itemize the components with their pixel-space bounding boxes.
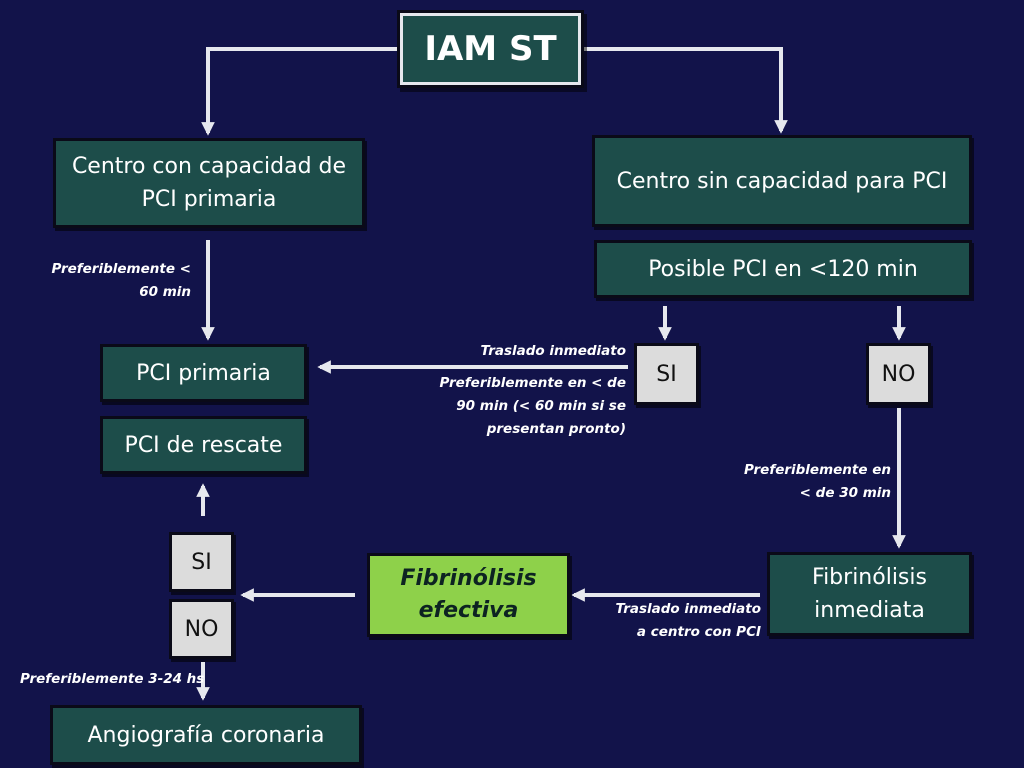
no-pci-center-box: Centro sin capacidad para PCI [592, 135, 972, 227]
note-traslado-line: Traslado inmediato [480, 343, 627, 359]
note-pref-3-24-line: Preferiblemente 3-24 hs [20, 671, 205, 687]
pci-capable-line-2: PCI primaria [141, 187, 277, 212]
si-left-text: SI [191, 549, 212, 575]
si-right-text: SI [656, 361, 677, 387]
note-preferiblemente-3-24: Preferiblemente 3-24 hs [20, 668, 220, 691]
title-box: IAM ST [400, 13, 581, 85]
note-pref-90-line-3: presentan pronto) [486, 421, 626, 438]
si-choice-right: SI [634, 343, 699, 405]
arrow-title-to-pci-capable [201, 47, 398, 136]
fibrinolisis-inmediata-line-2: inmediata [814, 598, 925, 623]
fibrinolisis-inmediata-line-1: Fibrinólisis [812, 565, 927, 590]
angiografia-text: Angiografía coronaria [87, 722, 325, 748]
pci-capable-line-1: Centro con capacidad de [71, 154, 347, 179]
note-preferiblemente-90: Preferiblemente en < de 90 min (< 60 min… [376, 372, 627, 442]
note-pref-90-line-2: 90 min (< 60 min si se [456, 398, 626, 415]
possible-pci-box: Posible PCI en <120 min [594, 240, 972, 298]
note-preferiblemente-60: Preferiblemente < 60 min [1, 258, 191, 304]
pci-rescate-text: PCI de rescate [124, 432, 283, 458]
no-choice-right: NO [866, 343, 931, 405]
fibrinolisis-efectiva-box: Fibrinólisis efectiva [367, 553, 570, 637]
note-pref-90-line-1: Preferiblemente en < de [439, 375, 627, 391]
angiografia-coronaria-box: Angiografía coronaria [50, 705, 362, 765]
fibrinolisis-efectiva-line-2: efectiva [418, 598, 519, 623]
no-choice-left: NO [169, 599, 234, 659]
si-choice-left: SI [169, 532, 234, 592]
note-pref-30-line-2: < de 30 min [799, 485, 891, 502]
note-traslado-centro-pci: Traslado inmediato a centro con PCI [561, 598, 762, 644]
note-pref-30-line-1: Preferiblemente en [744, 462, 891, 478]
arrow-title-to-no-pci-center [582, 47, 788, 134]
note-pref-60-line-1: Preferiblemente < [51, 261, 191, 277]
pci-primaria-box: PCI primaria [100, 344, 307, 402]
note-traslado-inmediato: Traslado inmediato [376, 340, 627, 363]
pci-capable-center-box: Centro con capacidad de PCI primaria [53, 138, 365, 228]
note-traslado-centro-line-2: a centro con PCI [636, 624, 761, 641]
note-traslado-centro-line-1: Traslado inmediato [615, 601, 762, 617]
pci-primaria-text: PCI primaria [136, 360, 271, 386]
title-text: IAM ST [424, 28, 557, 69]
possible-pci-text: Posible PCI en <120 min [648, 256, 918, 282]
no-pci-center-text: Centro sin capacidad para PCI [616, 168, 948, 194]
pci-rescate-box: PCI de rescate [100, 416, 307, 474]
fibrinolisis-inmediata-box: Fibrinólisis inmediata [767, 552, 972, 636]
fibrinolisis-efectiva-line-1: Fibrinólisis [400, 566, 537, 592]
no-right-text: NO [881, 361, 916, 387]
no-left-text: NO [184, 616, 219, 642]
note-preferiblemente-30: Preferiblemente en < de 30 min [691, 459, 891, 505]
note-pref-60-line-2: 60 min [139, 284, 191, 301]
